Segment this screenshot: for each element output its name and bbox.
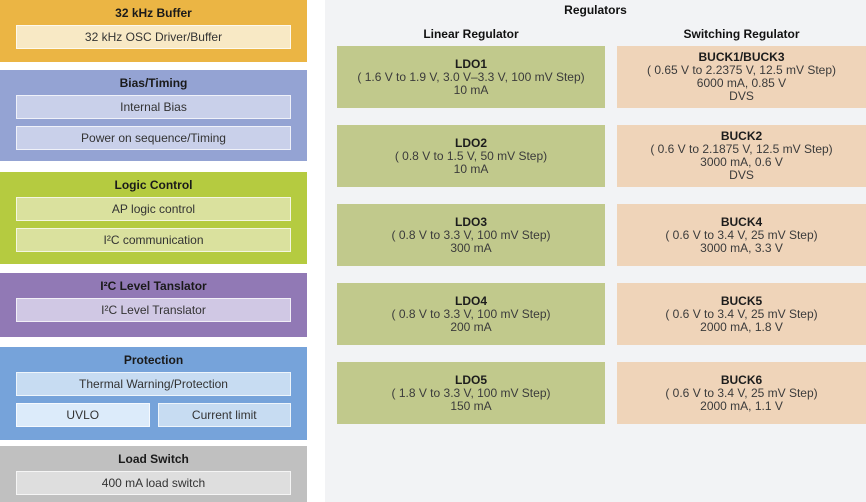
block-title: 32 kHz Buffer <box>115 6 192 20</box>
reg-current: 10 mA <box>453 161 489 176</box>
block-item-uvlo: UVLO <box>16 403 150 427</box>
reg-current: 6000 mA, 0.85 V <box>696 76 787 90</box>
block-item-i2c-level-translator: I²C Level Translator <box>16 298 291 322</box>
regulators-title: Regulators <box>564 3 627 17</box>
reg-range: ( 0.8 V to 3.3 V, 100 mV Step) <box>391 227 551 242</box>
reg-current: 2000 mA, 1.8 V <box>700 319 783 334</box>
block-title: Protection <box>123 353 184 367</box>
reg-block-buck5: BUCK5 ( 0.6 V to 3.4 V, 25 mV Step) 2000… <box>617 283 866 345</box>
reg-name: BUCK6 <box>720 372 763 387</box>
reg-dvs: DVS <box>729 168 754 182</box>
linear-regulator-header: Linear Regulator <box>423 27 519 41</box>
reg-range: ( 1.6 V to 1.9 V, 3.0 V–3.3 V, 100 mV St… <box>357 69 585 84</box>
reg-range: ( 0.6 V to 3.4 V, 25 mV Step) <box>665 306 818 321</box>
reg-range: ( 0.8 V to 3.3 V, 100 mV Step) <box>391 306 551 321</box>
block-title: I²C Level Tanslator <box>100 279 207 293</box>
function-block-column: 32 kHz Buffer 32 kHz OSC Driver/Buffer B… <box>0 0 307 502</box>
reg-current: 300 mA <box>450 240 492 255</box>
reg-range: ( 0.6 V to 3.4 V, 25 mV Step) <box>665 227 818 242</box>
reg-block-buck4: BUCK4 ( 0.6 V to 3.4 V, 25 mV Step) 3000… <box>617 204 866 266</box>
regulators-panel: Regulators Linear Regulator Switching Re… <box>325 0 866 502</box>
block-title: Bias/Timing <box>119 76 188 90</box>
block-32khz-buffer: 32 kHz Buffer 32 kHz OSC Driver/Buffer <box>0 0 307 62</box>
block-title: Logic Control <box>114 178 193 192</box>
reg-name: BUCK2 <box>720 129 763 143</box>
reg-range: ( 0.6 V to 2.1875 V, 12.5 mV Step) <box>650 142 833 156</box>
reg-block-ldo5: LDO5 ( 1.8 V to 3.3 V, 100 mV Step) 150 … <box>337 362 605 424</box>
reg-dvs: DVS <box>729 89 754 103</box>
reg-name: BUCK5 <box>720 293 763 308</box>
reg-name: LDO2 <box>454 135 487 150</box>
reg-current: 150 mA <box>450 398 492 413</box>
block-item-i2c-communication: I²C communication <box>16 228 291 252</box>
reg-current: 3000 mA, 0.6 V <box>700 155 783 169</box>
reg-name: LDO5 <box>454 372 487 387</box>
reg-name: BUCK4 <box>720 214 763 229</box>
switching-regulator-header: Switching Regulator <box>683 27 800 41</box>
reg-name: LDO3 <box>454 214 487 229</box>
block-bias-timing: Bias/Timing Internal Bias Power on seque… <box>0 70 307 161</box>
reg-name: LDO4 <box>454 293 487 308</box>
reg-block-ldo1: LDO1 ( 1.6 V to 1.9 V, 3.0 V–3.3 V, 100 … <box>337 46 605 108</box>
reg-block-ldo2: LDO2 ( 0.8 V to 1.5 V, 50 mV Step) 10 mA <box>337 125 605 187</box>
protection-split-row: UVLO Current limit <box>16 403 291 427</box>
block-item-thermal-warning: Thermal Warning/Protection <box>16 372 291 396</box>
block-item-power-on-sequence: Power on sequence/Timing <box>16 126 291 150</box>
reg-range: ( 0.8 V to 1.5 V, 50 mV Step) <box>394 148 548 163</box>
reg-current: 2000 mA, 1.1 V <box>700 398 783 413</box>
block-item-internal-bias: Internal Bias <box>16 95 291 119</box>
reg-block-buck1-buck3: BUCK1/BUCK3 ( 0.65 V to 2.2375 V, 12.5 m… <box>617 46 866 108</box>
reg-block-buck6: BUCK6 ( 0.6 V to 3.4 V, 25 mV Step) 2000… <box>617 362 866 424</box>
reg-current: 10 mA <box>453 82 489 97</box>
block-item-load-switch: 400 mA load switch <box>16 471 291 495</box>
reg-range: ( 0.65 V to 2.2375 V, 12.5 mV Step) <box>646 63 836 77</box>
regulator-grid: LDO1 ( 1.6 V to 1.9 V, 3.0 V–3.3 V, 100 … <box>337 46 866 424</box>
reg-current: 3000 mA, 3.3 V <box>700 240 783 255</box>
block-item-current-limit: Current limit <box>157 403 291 427</box>
block-title: Load Switch <box>118 452 189 466</box>
block-protection: Protection Thermal Warning/Protection UV… <box>0 347 307 440</box>
regulator-column-headers: Linear Regulator Switching Regulator <box>337 27 866 41</box>
reg-block-ldo4: LDO4 ( 0.8 V to 3.3 V, 100 mV Step) 200 … <box>337 283 605 345</box>
reg-range: ( 1.8 V to 3.3 V, 100 mV Step) <box>391 385 551 400</box>
reg-range: ( 0.6 V to 3.4 V, 25 mV Step) <box>665 385 818 400</box>
block-i2c-level-translator: I²C Level Tanslator I²C Level Translator <box>0 273 307 337</box>
reg-name: BUCK1/BUCK3 <box>698 50 785 64</box>
block-load-switch: Load Switch 400 mA load switch <box>0 446 307 502</box>
reg-block-buck2: BUCK2 ( 0.6 V to 2.1875 V, 12.5 mV Step)… <box>617 125 866 187</box>
block-item-osc-driver: 32 kHz OSC Driver/Buffer <box>16 25 291 49</box>
reg-current: 200 mA <box>450 319 492 334</box>
block-logic-control: Logic Control AP logic control I²C commu… <box>0 172 307 264</box>
reg-block-ldo3: LDO3 ( 0.8 V to 3.3 V, 100 mV Step) 300 … <box>337 204 605 266</box>
reg-name: LDO1 <box>454 56 487 71</box>
block-item-ap-logic: AP logic control <box>16 197 291 221</box>
